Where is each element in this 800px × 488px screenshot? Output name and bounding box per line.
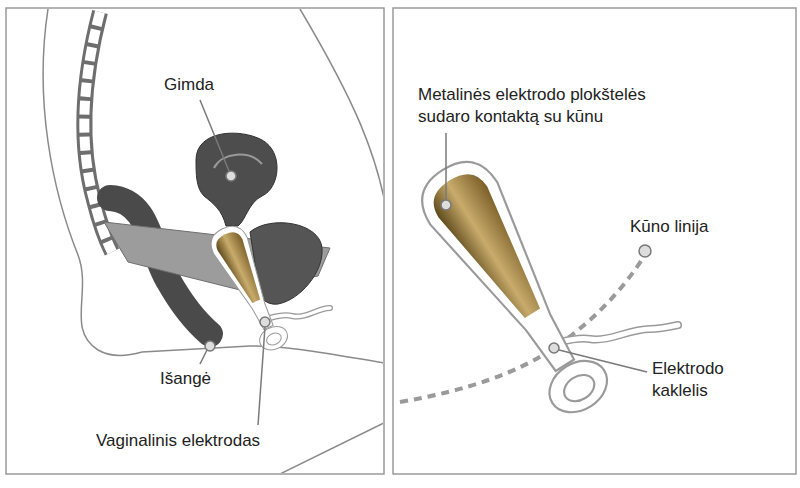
part-label: Kūno linija xyxy=(630,216,708,238)
leader-line xyxy=(258,327,265,425)
leader-line xyxy=(200,100,229,171)
anatomy xyxy=(43,9,383,473)
leader-dot xyxy=(441,200,451,210)
leader-dot xyxy=(205,341,215,351)
part-label: Išangė xyxy=(160,368,211,390)
spine xyxy=(84,12,112,252)
vaginal-electrode xyxy=(206,221,296,356)
cable xyxy=(270,308,330,318)
leader-dot xyxy=(549,343,559,353)
leader-dot xyxy=(639,245,651,257)
cable xyxy=(560,325,678,342)
leader-lines xyxy=(200,100,647,425)
uterine-cavity xyxy=(214,155,262,168)
part-label: Vaginalinis elektrodas xyxy=(96,430,260,452)
cable xyxy=(270,308,330,318)
leader-line xyxy=(559,350,647,372)
part-label: Metalinės elektrodo plokštelės sudaro ko… xyxy=(418,84,680,128)
thigh-outline xyxy=(280,420,383,473)
leader-line xyxy=(445,133,447,200)
body-outline xyxy=(43,9,142,356)
electrode-closeup xyxy=(409,149,624,428)
body-outline xyxy=(300,9,383,240)
cable xyxy=(560,325,678,342)
part-label: Elektrodo kaklelis xyxy=(652,358,756,402)
uterus xyxy=(196,133,277,226)
leader-dot xyxy=(226,171,236,181)
part-label: Gimda xyxy=(164,74,214,96)
vertebrae xyxy=(84,12,112,252)
panel-frame xyxy=(393,8,796,474)
panel-frame xyxy=(6,8,384,474)
leader-dots xyxy=(205,171,651,353)
leader-line xyxy=(200,350,207,364)
leader-dot xyxy=(260,317,270,327)
